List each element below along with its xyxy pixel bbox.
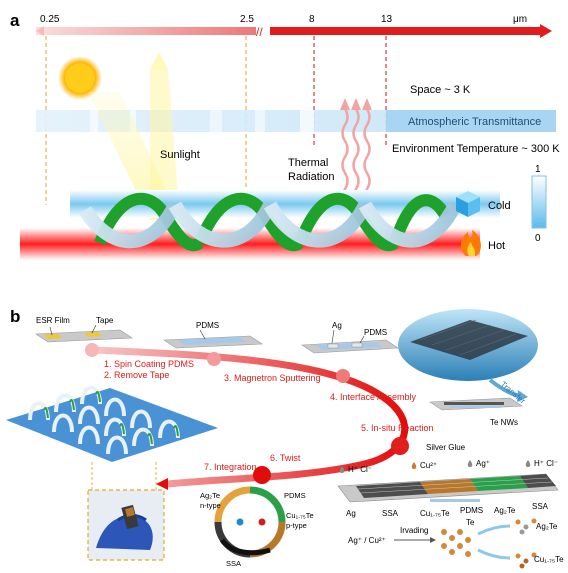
product-ag2te: Ag₂Te [536,522,558,531]
te-nws-strip [429,397,523,411]
axis-unit: μm [513,14,527,25]
env-label: Environment Temperature ~ 300 K [392,143,560,155]
device-ptype: p-type [286,521,307,530]
scale-bottom: 0 [535,233,541,244]
ion-cu: Cu²⁺ [420,461,437,470]
atm-label: Atmospheric Transmittance [408,116,541,128]
device-cute: Cu₁.₇₅Te [286,511,314,520]
device-array [6,385,218,462]
sea-nanowire-scene [398,309,538,381]
step-7-label: 7. Integration [204,462,257,472]
strip-ag2te: Ag₂Te [494,506,516,515]
step-4-label: 4. Interface Assembly [330,392,417,402]
device-ntype: n-type [200,501,221,510]
step-3-label: 3. Magnetron Sputtering [224,373,321,383]
hot-label: Hot [488,240,505,252]
ag2te-lattice [515,518,537,535]
device-ring [214,486,286,558]
step-1-label: 1. Spin Coating PDMS [104,359,194,369]
esr-film-label: ESR Film [36,316,70,325]
spiral-ribbon [79,192,462,252]
ion-ag: Ag⁺ [476,459,490,468]
cute-lattice [515,552,537,569]
transfer-arrow [488,378,521,398]
ion-h-cl-2: H⁺ Cl⁻ [534,459,558,468]
tape-label: Tape [96,316,114,325]
irvading-label: Irvading [400,526,428,535]
wavelength-axis: // 0.25 2.5 8 13 μm [36,14,552,39]
tick-0.25: 0.25 [40,14,60,25]
sunlight-label: Sunlight [160,149,200,161]
tick-13: 13 [381,14,393,25]
tick-2.5: 2.5 [240,14,254,25]
panel-b-label: b [10,307,20,326]
ice-cube-icon [456,191,480,217]
step-node-1 [85,343,99,357]
ag-strip [301,329,399,354]
te-label: Te [466,518,475,527]
scale-top: 1 [535,164,541,175]
device-ssa: SSA [226,559,241,568]
strip-ssa-2: SSA [532,502,549,511]
cold-label: Cold [488,200,511,212]
pdms-label-1: PDMS [196,321,219,330]
tick-8: 8 [309,14,315,25]
space-label: Space ~ 3 K [410,84,471,96]
strip-cute: Cu₁.₇₅Te [420,509,450,518]
composite-strip [337,473,559,503]
strip-ssa: SSA [382,509,399,518]
device-pdms: PDMS [284,491,306,500]
step-node-4 [336,369,350,383]
panel-a-label: a [10,11,20,30]
pdms-strip [163,329,263,349]
arrow-to-cute [477,548,511,560]
ion-h-cl-1: H⁺ Cl⁻ [348,465,372,474]
step-2-label: 2. Remove Tape [104,370,169,380]
thermal-radiation-arrows [340,98,372,206]
fire-icon [460,230,481,256]
arrow-to-ag2te [477,524,511,536]
thermal-label-1: Thermal [288,157,328,169]
ion-drops [339,460,531,473]
zoom-inset [87,462,165,561]
device-ag2te: Ag₂Te [200,491,220,500]
te-lattice [441,529,471,557]
thermal-label-2: Radiation [288,171,334,183]
step-node-5 [391,437,409,455]
scale-bar: 1 0 [531,164,547,244]
ag-label: Ag [332,321,342,330]
strip-pdms: PDMS [460,506,483,515]
product-cute: Cu₁.₇₅Te [534,555,564,564]
pdms-label-2: PDMS [364,328,387,337]
te-nws-label: Te NWs [490,418,518,427]
svg-text://: // [256,25,263,39]
step-5-label: 5. In-situ Reaction [361,423,434,433]
sun-icon [58,56,102,100]
esr-film-strip [35,324,133,343]
reactant-label: Ag⁺ / Cu²⁺ [348,536,386,545]
strip-ag: Ag [346,509,356,518]
step-node-6 [253,466,271,484]
sunlight-beams [88,52,180,220]
step-node-3 [207,352,221,366]
silver-glue-label: Silver Glue [426,443,466,452]
step-6-label: 6. Twist [270,453,301,463]
